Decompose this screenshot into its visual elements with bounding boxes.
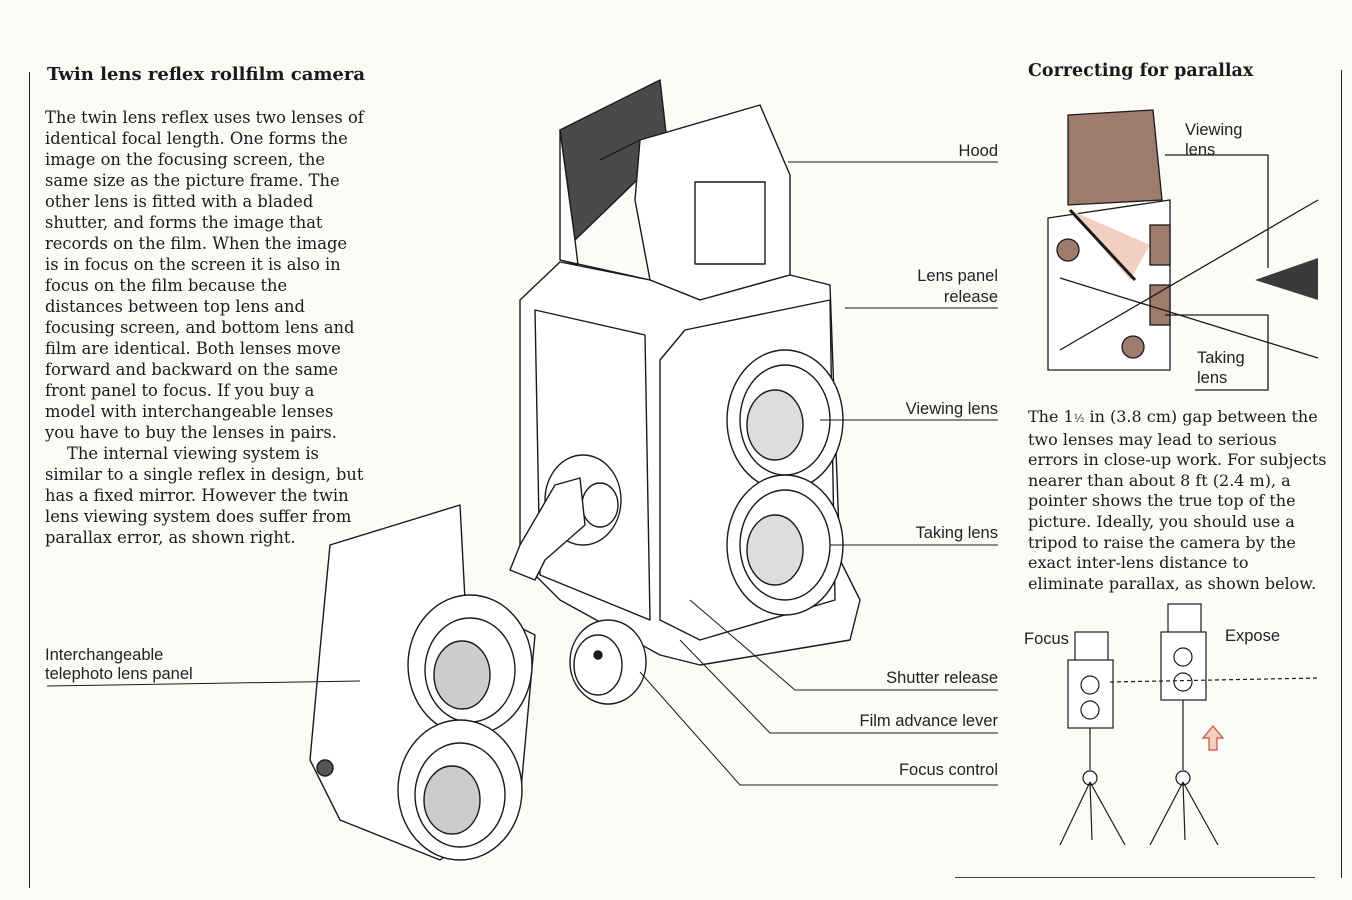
diagram-hood [1067,109,1163,206]
diagram-light-cone [1070,210,1150,280]
label-film-advance-lever: Film advance lever [859,712,998,730]
label-focus: Focus [1024,630,1069,648]
diagram-label-viewing-2: lens [1185,141,1216,159]
label-focus-control: Focus control [898,761,998,779]
label-shutter-release: Shutter release [886,669,998,687]
bottom-rule [955,877,1315,878]
label-lens-panel-release-1: Lens panel [917,267,998,285]
body-paragraph-2: The internal viewing system is similar t… [45,444,364,547]
parallax-text: The 1½ in (3.8 cm) gap between the two l… [1028,407,1328,594]
taking-lens-drawing [726,474,844,616]
film-advance-lever-drawing [509,454,622,581]
parallax-text-a: The 1 [1028,407,1074,426]
left-margin-rule [29,72,30,888]
label-viewing-lens: Viewing lens [905,400,998,418]
label-lens-panel-release-2: release [943,288,998,306]
diagram-label-viewing-1: Viewing [1185,121,1243,139]
label-interchangeable-1: Interchangeable [45,646,164,664]
leader-lines [46,161,998,786]
label-hood: Hood [958,142,998,160]
body-paragraph-1: The twin lens reflex uses two lenses of … [45,108,364,442]
diagram-label-taking-2: lens [1197,369,1228,387]
telephoto-panel-drawing [309,504,536,861]
diagram-label-taking-1: Taking [1197,349,1245,367]
right-margin-rule [1341,70,1342,878]
parallax-text-fraction: ½ [1073,412,1085,425]
label-interchangeable-2: telephoto lens panel [45,665,193,683]
section-title-parallax: Correcting for parallax [1028,61,1254,81]
page-title: Twin lens reflex rollfilm camera [47,64,366,85]
viewing-lens-drawing [726,349,844,491]
label-taking-lens: Taking lens [915,524,998,542]
hood-part [559,79,791,301]
body-text: The twin lens reflex uses two lenses of … [45,107,365,548]
parallax-text-b: in (3.8 cm) gap between the two lenses m… [1028,407,1327,593]
tripod-illustration [1059,603,1319,846]
label-expose: Expose [1225,627,1281,645]
focus-control-drawing [569,619,647,705]
